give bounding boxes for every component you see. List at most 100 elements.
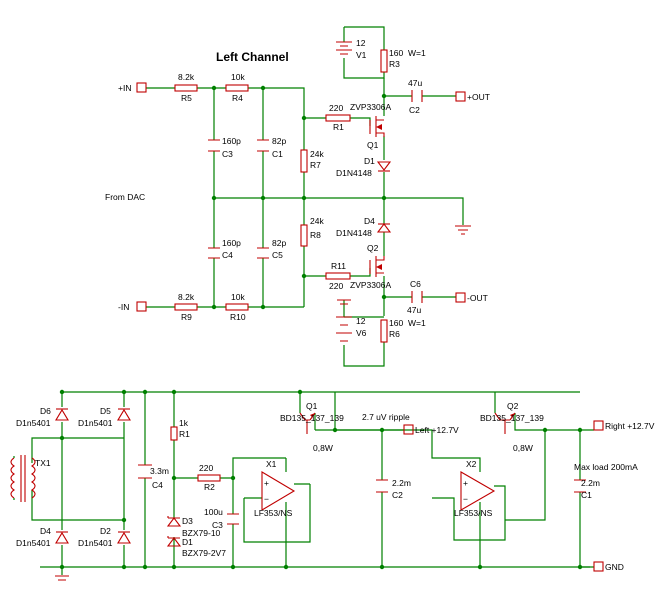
resistor-r2-psu: 220 R2	[197, 463, 221, 492]
svg-text:R8: R8	[310, 230, 321, 240]
svg-text:12: 12	[356, 38, 366, 48]
transformer-tx1: TX1	[10, 455, 51, 502]
svg-text:−: −	[264, 494, 269, 504]
resistor-r11: R11 220	[325, 261, 351, 291]
svg-text:+OUT: +OUT	[467, 92, 490, 102]
capacitor-c2-psu: 2.2m C2	[376, 478, 411, 500]
svg-text:D1N4148: D1N4148	[336, 168, 372, 178]
svg-text:160: 160	[389, 48, 403, 58]
svg-text:Q1: Q1	[367, 140, 379, 150]
svg-text:D1n5401: D1n5401	[16, 538, 51, 548]
diode-d2-psu: D2 D1n5401	[78, 526, 131, 548]
svg-text:10k: 10k	[231, 72, 245, 82]
resistor-r5: 8.2k R5	[174, 72, 198, 103]
diode-d4-top: D4 D1N4148	[336, 216, 392, 238]
svg-text:R9: R9	[181, 312, 192, 322]
resistor-r7: 24k R7	[300, 149, 324, 173]
svg-text:GND: GND	[605, 562, 624, 572]
resistor-r4: 10k R4	[225, 72, 249, 103]
zener-d1-psu: D1 BZX79-2V7	[166, 536, 226, 558]
svg-text:V1: V1	[356, 50, 367, 60]
svg-text:LF353/NS: LF353/NS	[454, 508, 493, 518]
svg-text:D5: D5	[100, 406, 111, 416]
resistor-r10: 10k R10	[225, 292, 249, 322]
svg-text:Q2: Q2	[367, 243, 379, 253]
capacitor-c4-psu: 3.3m C4	[138, 464, 169, 490]
svg-text:160: 160	[389, 318, 403, 328]
svg-text:R4: R4	[232, 93, 243, 103]
svg-text:W=1: W=1	[408, 318, 426, 328]
ground-symbol-psu	[55, 567, 69, 581]
svg-text:D1n5401: D1n5401	[78, 538, 113, 548]
svg-text:3.3m: 3.3m	[150, 466, 169, 476]
transistor-q2-psu: Q2 BD135_137_139 0,8W	[480, 401, 544, 453]
svg-text:ZVP3306A: ZVP3306A	[350, 102, 391, 112]
svg-text:V6: V6	[356, 328, 367, 338]
svg-text:−: −	[463, 494, 468, 504]
svg-text:0,8W: 0,8W	[313, 443, 333, 453]
svg-text:X1: X1	[266, 459, 277, 469]
ground-symbol-top	[455, 225, 471, 235]
opamp-x2: + − X2 LF353/NS	[454, 459, 496, 518]
svg-text:C2: C2	[392, 490, 403, 500]
svg-text:D3: D3	[182, 516, 193, 526]
mosfet-q1: ZVP3306A Q1	[350, 102, 391, 150]
svg-text:D1: D1	[182, 537, 193, 547]
svg-text:D1N4148: D1N4148	[336, 228, 372, 238]
svg-text:-OUT: -OUT	[467, 293, 488, 303]
svg-text:+: +	[463, 478, 468, 488]
max-load-note: Max load 200mA	[574, 462, 638, 472]
ground-symbol-v1	[337, 299, 351, 305]
svg-text:C4: C4	[222, 250, 233, 260]
svg-text:BD135_137_139: BD135_137_139	[480, 413, 544, 423]
svg-text:D6: D6	[40, 406, 51, 416]
svg-text:8.2k: 8.2k	[178, 292, 195, 302]
svg-text:10k: 10k	[231, 292, 245, 302]
svg-text:1k: 1k	[179, 418, 189, 428]
svg-text:D1n5401: D1n5401	[16, 418, 51, 428]
port-left-12v7: Left +12.7V	[403, 424, 459, 435]
port-out-plus: +OUT	[455, 91, 490, 102]
port-out-minus: -OUT	[455, 292, 488, 303]
svg-text:C1: C1	[581, 490, 592, 500]
svg-text:R2: R2	[204, 482, 215, 492]
capacitor-c5-top: 82p C5	[257, 238, 286, 260]
svg-text:100u: 100u	[204, 507, 223, 517]
svg-text:D4: D4	[40, 526, 51, 536]
port-right-12v7: Right +12.7V	[593, 420, 655, 431]
svg-text:24k: 24k	[310, 149, 324, 159]
svg-text:C6: C6	[410, 279, 421, 289]
svg-text:220: 220	[329, 103, 343, 113]
svg-text:R6: R6	[389, 329, 400, 339]
diode-d5: D5 D1n5401	[78, 406, 131, 428]
port-in-plus: +IN	[118, 82, 147, 93]
svg-text:R1: R1	[333, 122, 344, 132]
from-dac-label: From DAC	[105, 192, 145, 202]
svg-text:BD135_137_139: BD135_137_139	[280, 413, 344, 423]
svg-text:R10: R10	[230, 312, 246, 322]
diode-d4-psu: D4 D1n5401	[16, 526, 69, 548]
svg-text:2.2m: 2.2m	[392, 478, 411, 488]
resistor-r1-psu: 1k R1	[170, 418, 190, 441]
svg-text:-IN: -IN	[118, 302, 129, 312]
schematic-title: Left Channel	[216, 50, 289, 64]
psu-junctions	[59, 389, 583, 570]
svg-text:C1: C1	[272, 149, 283, 159]
svg-text:BZX79-2V7: BZX79-2V7	[182, 548, 226, 558]
svg-text:0,8W: 0,8W	[513, 443, 533, 453]
capacitor-c2-top: 47u C2	[408, 78, 423, 115]
port-in-minus: -IN	[118, 301, 147, 312]
svg-text:C4: C4	[152, 480, 163, 490]
svg-text:R7: R7	[310, 160, 321, 170]
svg-text:2.2m: 2.2m	[581, 478, 600, 488]
svg-text:160p: 160p	[222, 136, 241, 146]
capacitor-c3-top: 160p C3	[208, 136, 241, 159]
svg-text:Left +12.7V: Left +12.7V	[415, 425, 459, 435]
svg-text:R3: R3	[389, 59, 400, 69]
resistor-r9: 8.2k R9	[174, 292, 198, 322]
svg-text:D1: D1	[364, 156, 375, 166]
svg-text:R5: R5	[181, 93, 192, 103]
svg-text:Q2: Q2	[507, 401, 519, 411]
svg-text:X2: X2	[466, 459, 477, 469]
